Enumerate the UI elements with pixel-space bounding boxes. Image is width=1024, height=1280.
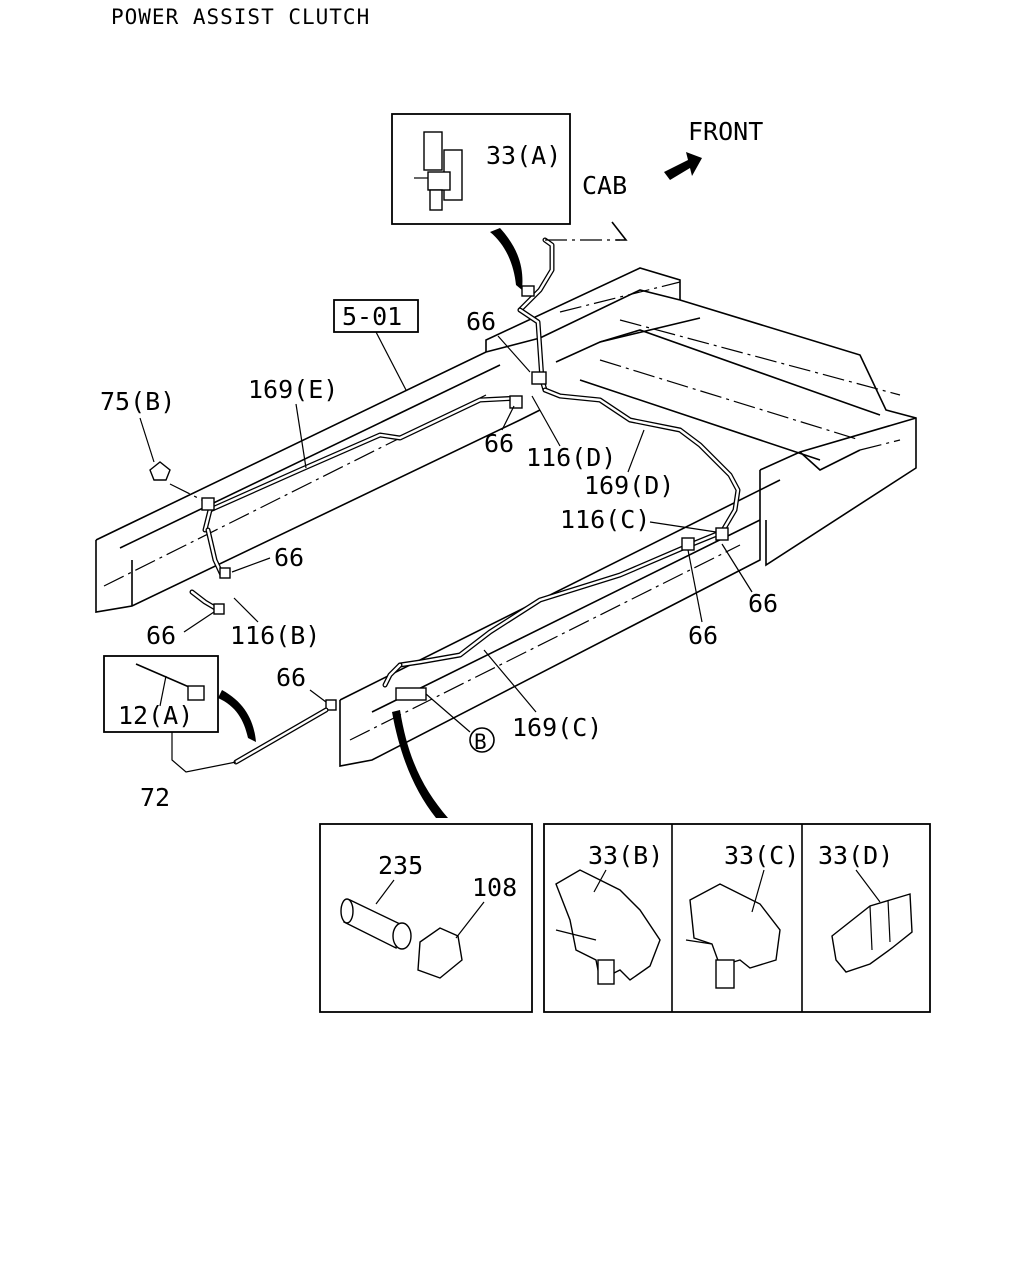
callout-b-circle (469, 727, 495, 753)
label-66-bottom-left: 66 (146, 621, 176, 650)
clip-33b-icon (555, 869, 661, 985)
clip-108-icon (417, 927, 463, 979)
cab-arrow-icon (611, 221, 628, 241)
label-116d: 116(D) (526, 443, 616, 472)
front-label: FRONT (688, 117, 763, 146)
label-33b: 33(B) (588, 841, 663, 870)
label-116c: 116(C) (560, 505, 650, 534)
label-72: 72 (140, 783, 170, 812)
label-66-mid: 66 (484, 429, 514, 458)
rod-72: 72 (140, 707, 329, 812)
label-169c: 169(C) (512, 713, 602, 742)
pipe-routing (189, 237, 741, 688)
sleeve-235-icon (340, 898, 412, 950)
diagram-title: POWER ASSIST CLUTCH (111, 5, 370, 29)
label-33c: 33(C) (724, 841, 799, 870)
label-66-right-1: 66 (748, 589, 778, 618)
label-169d: 169(D) (584, 471, 674, 500)
detail-box-33a: 33(A) (391, 113, 571, 290)
label-235: 235 (378, 851, 423, 880)
orientation-indicators: FRONT CAB (545, 117, 763, 241)
pipe-clips (149, 285, 729, 711)
label-66-right-2: 66 (688, 621, 718, 650)
callout-b: B (474, 730, 487, 754)
label-66-low: 66 (276, 663, 306, 692)
label-66-top: 66 (466, 307, 496, 336)
bracket-33a-icon (414, 131, 463, 211)
cab-label: CAB (582, 171, 627, 200)
label-116b: 116(B) (230, 621, 320, 650)
reference-label: 5-01 (342, 302, 402, 331)
detail-box-33bcd: 33(B) 33(C) 33(D) (543, 823, 931, 1013)
label-12a: 12(A) (118, 701, 193, 730)
chassis-frame (95, 267, 917, 767)
label-33d: 33(D) (818, 841, 893, 870)
detail-box-235-108: 235 108 (319, 823, 533, 1013)
clip-33d-icon (831, 893, 913, 973)
label-66-left: 66 (274, 543, 304, 572)
reference-box-5-01: 5-01 (333, 299, 419, 391)
label-33a: 33(A) (486, 141, 561, 170)
clip-33c-icon (685, 883, 781, 989)
detail-box-12a: 12(A) (103, 655, 256, 742)
front-arrow-icon (664, 152, 702, 180)
label-75b: 75(B) (100, 387, 175, 416)
label-169e: 169(E) (248, 375, 338, 404)
pipe-fitting (395, 687, 471, 733)
part-callouts: 66 169(E) 75(B) 66 116(D) 169(D) 116(C) … (100, 307, 778, 754)
label-108: 108 (472, 873, 517, 902)
